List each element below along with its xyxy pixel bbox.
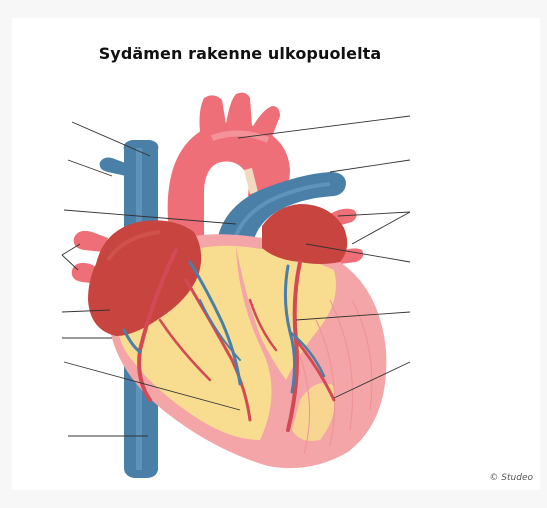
copyright-credit: © Studeo [489, 473, 533, 483]
aorta [167, 92, 290, 236]
left-atrium [262, 204, 348, 264]
coronary-vessels [122, 248, 336, 432]
diagram-title: Sydämen rakenne ulkopuolelta [98, 44, 382, 63]
label-leader-lines [61, 115, 411, 437]
right-atrium [88, 220, 202, 336]
pulmonary-trunk [218, 172, 346, 252]
